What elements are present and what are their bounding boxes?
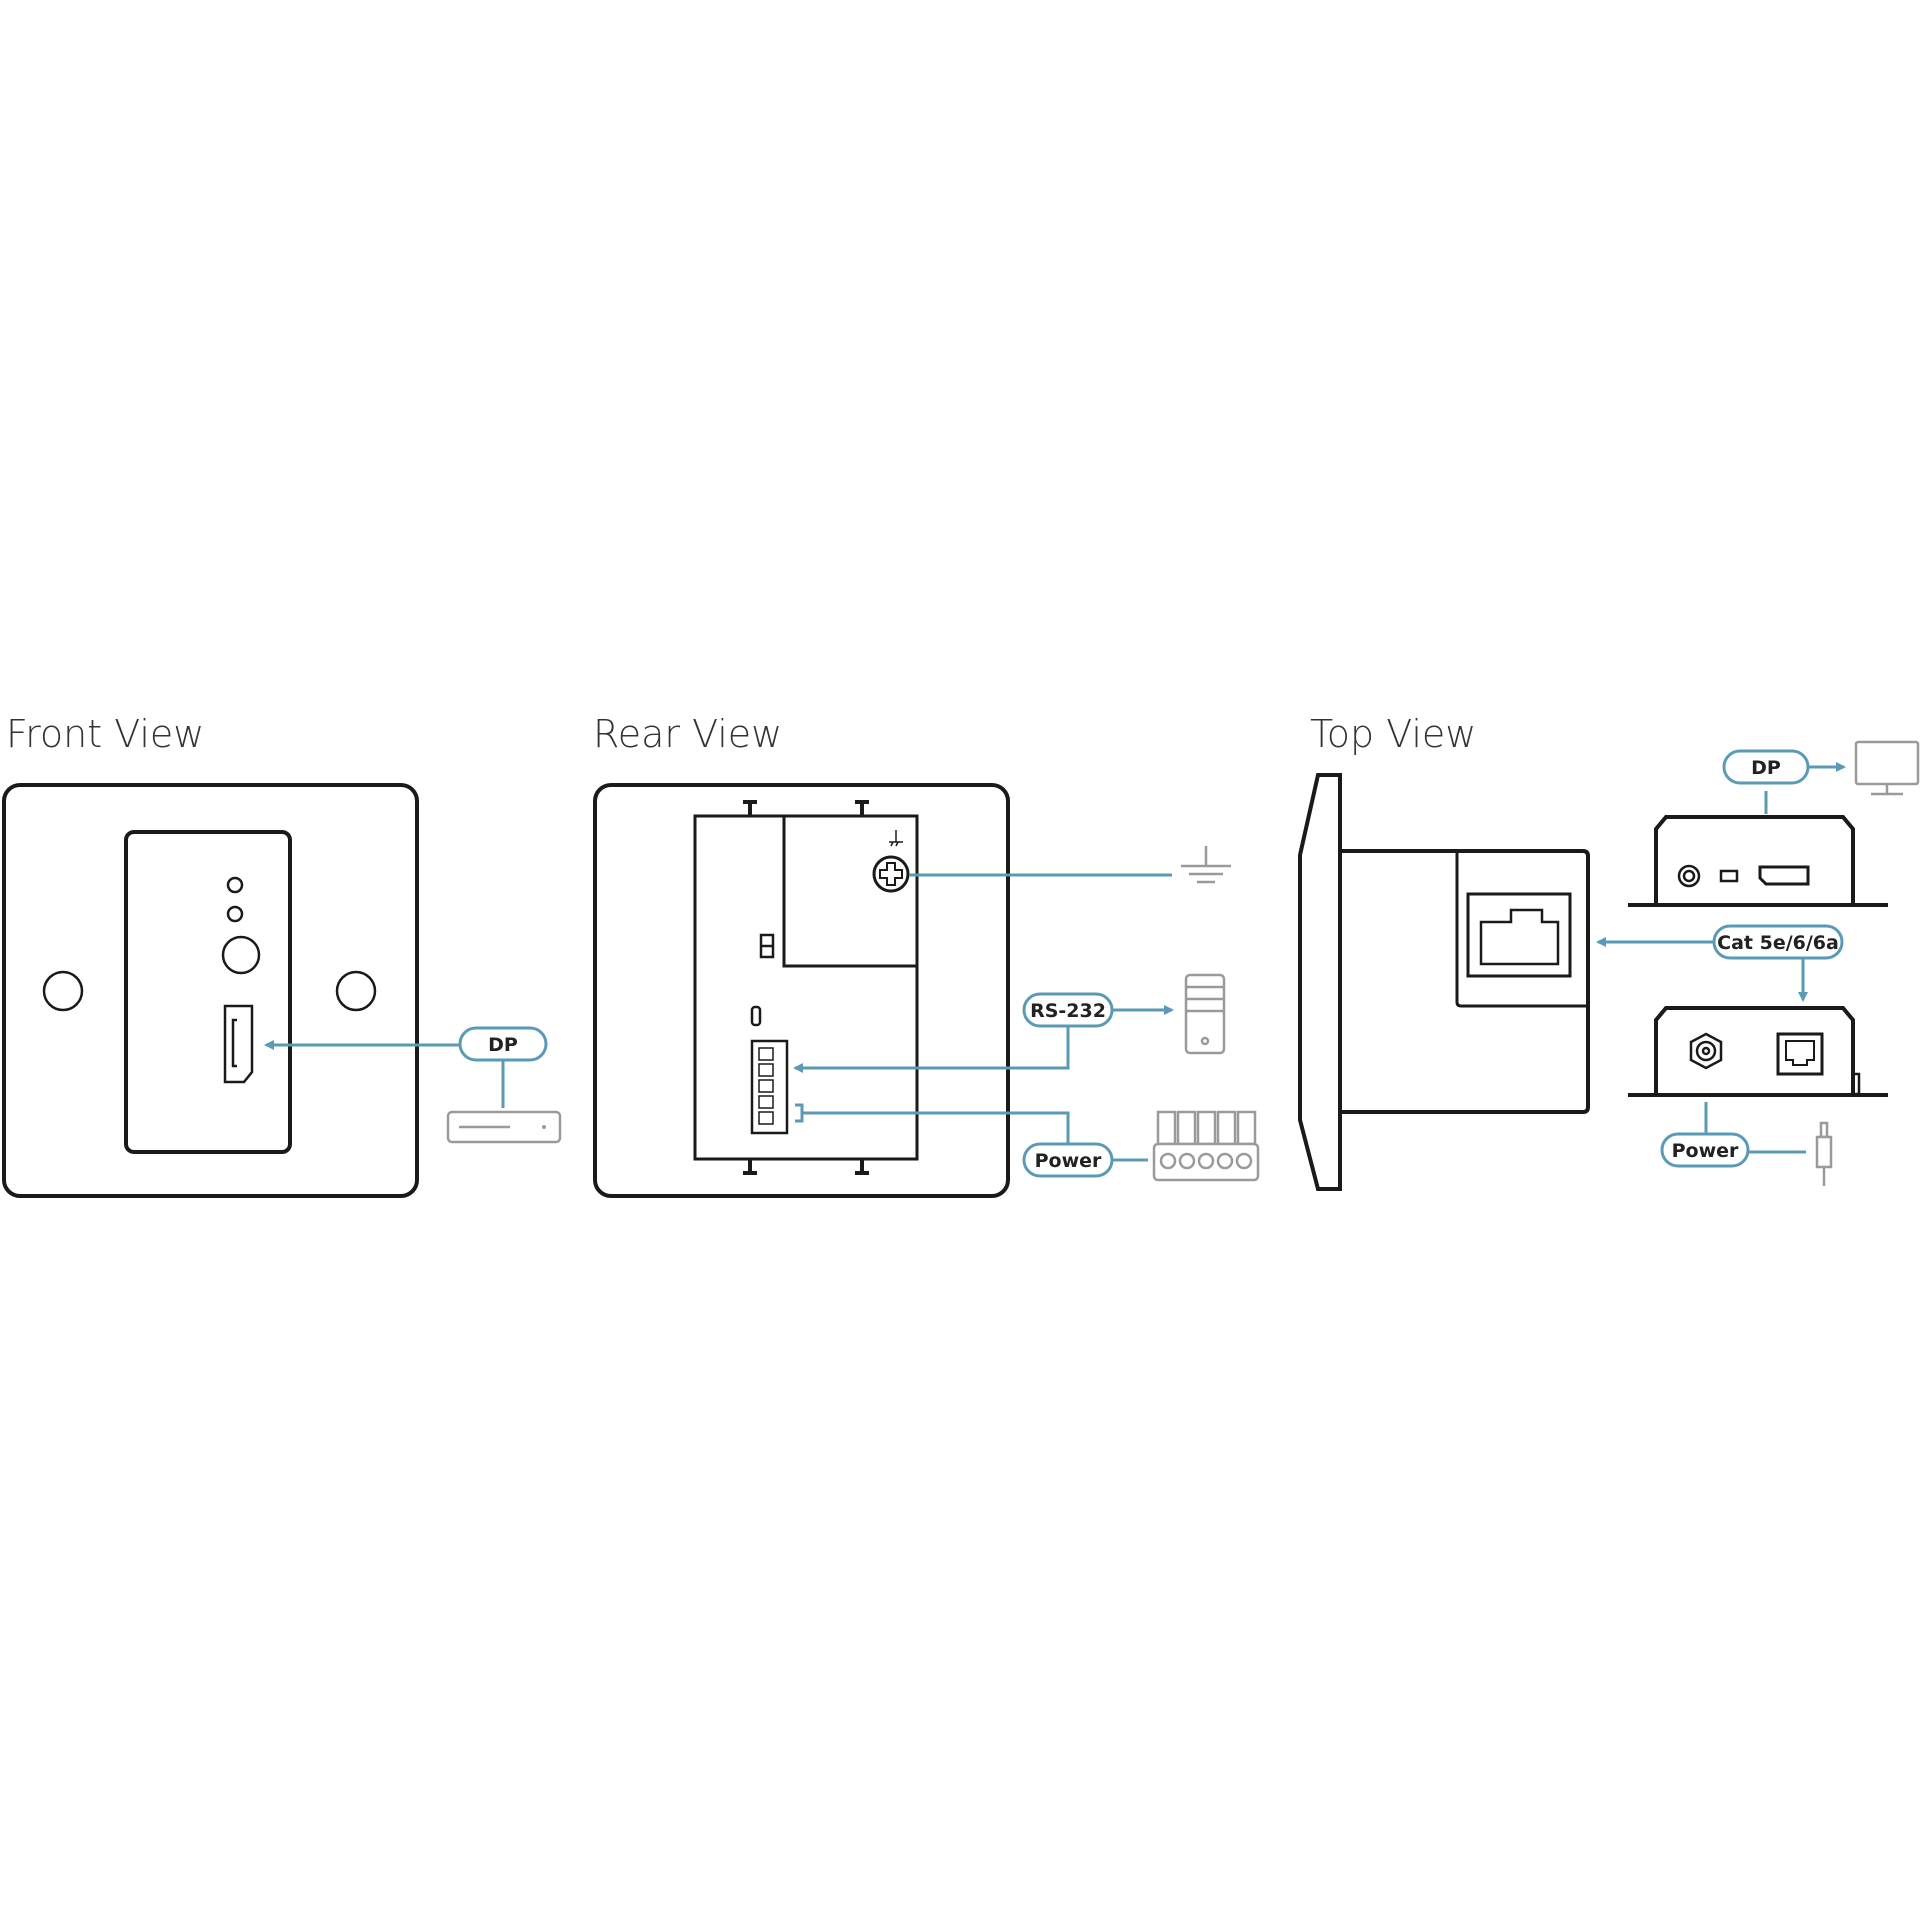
power-wire	[795, 1103, 1070, 1144]
monitor-icon	[1854, 740, 1920, 796]
led-indicator-icon	[226, 876, 244, 894]
ground-screw-icon	[872, 830, 910, 893]
dp-label: DP	[488, 1034, 518, 1056]
front-view: Front View DP	[2, 712, 562, 1198]
rs232-label-pill[interactable]: RS-232	[1022, 992, 1114, 1028]
switch-icon	[1719, 869, 1739, 883]
rear-module-cover	[782, 814, 919, 968]
dp-output-label: DP	[1751, 757, 1781, 779]
dp-label-pill[interactable]: DP	[458, 1026, 548, 1062]
power-label-pill[interactable]: Power	[1022, 1142, 1114, 1178]
micro-usb-port-icon	[750, 1005, 762, 1027]
terminal-block-port	[750, 1039, 789, 1135]
mount-hole-right	[335, 970, 377, 1012]
power-label: Power	[1035, 1150, 1102, 1172]
source-device-icon	[446, 1110, 562, 1144]
rj45-port-icon	[1466, 892, 1572, 978]
top-power-label-pill[interactable]: Power	[1660, 1132, 1750, 1168]
front-view-title: Front View	[6, 712, 204, 756]
rj45-port-icon	[1776, 1032, 1824, 1076]
top-view-title: Top View	[1310, 712, 1476, 756]
top-view: Top View Cat 5e/6/6a DP	[1298, 712, 1920, 1191]
computer-tower-icon	[1184, 973, 1226, 1055]
mount-clip-icon	[743, 800, 869, 1175]
cat-label-pill[interactable]: Cat 5e/6/6a	[1712, 924, 1844, 960]
module-side-body	[1338, 849, 1590, 1114]
push-button-icon	[221, 935, 261, 975]
mount-hole-left	[42, 970, 84, 1012]
displayport-port-icon	[1758, 865, 1810, 886]
ground-icon	[1181, 846, 1231, 884]
led-indicator-icon	[226, 905, 244, 923]
dp-output-label-pill[interactable]: DP	[1722, 749, 1810, 785]
receiver-unit-output	[1628, 815, 1888, 907]
rear-view-title: Rear View	[593, 712, 782, 756]
displayport-port-icon	[223, 1004, 254, 1084]
rs232-wire	[793, 1026, 1070, 1073]
dc-jack-icon	[1689, 1032, 1723, 1070]
dc-plug-icon	[1815, 1121, 1833, 1186]
rear-wall-plate	[593, 783, 1010, 1198]
rear-view: Rear View	[593, 712, 1260, 1198]
rs232-label: RS-232	[1030, 1000, 1106, 1022]
displayport-port-detail	[231, 1018, 237, 1068]
receiver-unit-input	[1628, 1006, 1888, 1097]
top-power-label: Power	[1672, 1140, 1739, 1162]
cat-cable-label: Cat 5e/6/6a	[1717, 932, 1839, 954]
front-faceplate-module	[124, 830, 292, 1154]
module-side-cover	[1455, 851, 1588, 1008]
terminal-block-icon	[1152, 1110, 1260, 1182]
wall-plate-side-profile	[1298, 773, 1342, 1191]
